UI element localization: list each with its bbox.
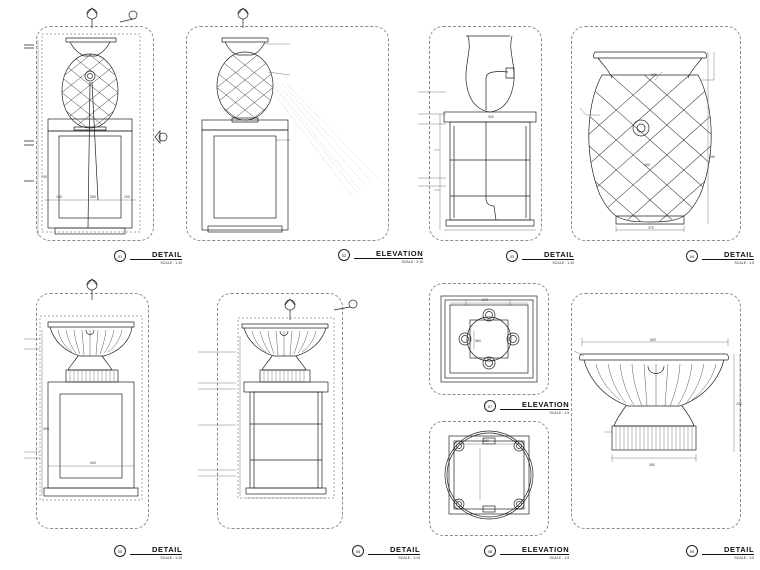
caption-title: ELEVATION [354, 249, 424, 259]
caption-rule: DETAIL SCALE : 1:5 [702, 545, 755, 560]
caption-scale: SCALE : 1:5 [734, 261, 755, 265]
caption-detail-6: 06 DETAIL SCALE : 1:10 [352, 545, 421, 560]
dim-13: 650 [650, 338, 656, 342]
caption-rule: ELEVATION SCALE : 1:5 [500, 400, 570, 415]
panel-frame-6 [217, 293, 343, 529]
caption-title: DETAIL [130, 545, 183, 555]
caption-tag: 08 [484, 545, 496, 557]
caption-detail-1: 01 DETAIL SCALE : 1:10 [114, 250, 183, 265]
panel-3-drawing [418, 35, 537, 231]
panel-5-drawing [24, 278, 143, 501]
caption-scale: SCALE : 1:10 [160, 261, 183, 265]
panel-frame-7 [429, 283, 549, 395]
dim-18: 100 [736, 402, 742, 406]
panel-frame-2 [186, 26, 389, 241]
caption-tag: 09 [686, 545, 698, 557]
caption-title: ELEVATION [500, 400, 570, 410]
caption-detail-9: 09 DETAIL SCALE : 1:5 [686, 545, 755, 560]
caption-rule: ELEVATION SCALE : 1:5 [500, 545, 570, 560]
caption-scale: SCALE : 1:10 [160, 556, 183, 560]
caption-tag: 03 [506, 250, 518, 262]
caption-detail-4: 04 DETAIL SCALE : 1:5 [686, 250, 755, 265]
caption-scale: SCALE : 1:10 [552, 261, 575, 265]
caption-rule: DETAIL SCALE : 1:10 [130, 250, 183, 265]
dim-8: 300 [488, 115, 494, 119]
caption-scale: SCALE : 1:10 [398, 556, 421, 560]
caption-detail-3: 03 DETAIL SCALE : 1:10 [506, 250, 575, 265]
caption-title: ELEVATION [500, 545, 570, 555]
caption-tag: 04 [686, 250, 698, 262]
caption-scale: SCALE : 1:5 [734, 556, 755, 560]
caption-title: DETAIL [702, 250, 755, 260]
caption-scale: SCALE : 1:5 [549, 411, 570, 415]
panel-7-drawing [440, 295, 538, 383]
caption-title: DETAIL [522, 250, 575, 260]
dim-7: 370 [648, 226, 654, 230]
dim-15: 560 [475, 339, 481, 343]
panel-frame-3 [429, 26, 542, 241]
caption-tag: 02 [338, 249, 350, 261]
dim-2: 560 [90, 195, 96, 199]
dim-11: 540 [90, 461, 96, 465]
dim-12: 490 [43, 427, 49, 431]
caption-rule: DETAIL SCALE : 1:10 [522, 250, 575, 265]
panel-4-drawing [579, 51, 715, 232]
caption-scale: SCALE : 1:5 [549, 556, 570, 560]
panel-6-drawing [198, 298, 358, 499]
panel-frame-4 [571, 26, 741, 241]
dim-3: 100 [56, 195, 62, 199]
panel-frame-9 [571, 293, 741, 529]
panel-1-drawing [24, 7, 168, 236]
caption-detail-5: 05 DETAIL SCALE : 1:10 [114, 545, 183, 560]
dim-16: 240 [482, 298, 488, 302]
dim-9: 460 [644, 163, 650, 167]
caption-tag: 01 [114, 250, 126, 262]
caption-title: DETAIL [702, 545, 755, 555]
dim-1: 790 [41, 175, 47, 179]
caption-rule: ELEVATION SCALE : 1:10 [354, 249, 424, 264]
caption-elevation-2: 02 ELEVATION SCALE : 1:10 [338, 249, 424, 264]
dim-5: 100 [124, 195, 130, 199]
caption-tag: 06 [352, 545, 364, 557]
panel-8-drawing [444, 430, 534, 520]
caption-scale: SCALE : 1:10 [401, 260, 424, 264]
panel-9-drawing [573, 338, 741, 462]
caption-elevation-7: 07 ELEVATION SCALE : 1:5 [484, 400, 570, 415]
panel-2-drawing [201, 7, 379, 233]
panel-frame-5 [36, 293, 149, 529]
caption-title: DETAIL [130, 250, 183, 260]
dim-14: 380 [649, 463, 655, 467]
caption-rule: DETAIL SCALE : 1:5 [702, 250, 755, 265]
caption-tag: 05 [114, 545, 126, 557]
caption-elevation-8: 08 ELEVATION SCALE : 1:5 [484, 545, 570, 560]
panel-frame-8 [429, 421, 549, 536]
caption-rule: DETAIL SCALE : 1:10 [130, 545, 183, 560]
caption-tag: 07 [484, 400, 496, 412]
dim-17: 260 [483, 439, 489, 443]
dim-6: 675 [651, 73, 657, 77]
caption-title: DETAIL [368, 545, 421, 555]
panel-frame-1 [36, 26, 154, 241]
caption-rule: DETAIL SCALE : 1:10 [368, 545, 421, 560]
dim-10: 350 [709, 155, 715, 159]
